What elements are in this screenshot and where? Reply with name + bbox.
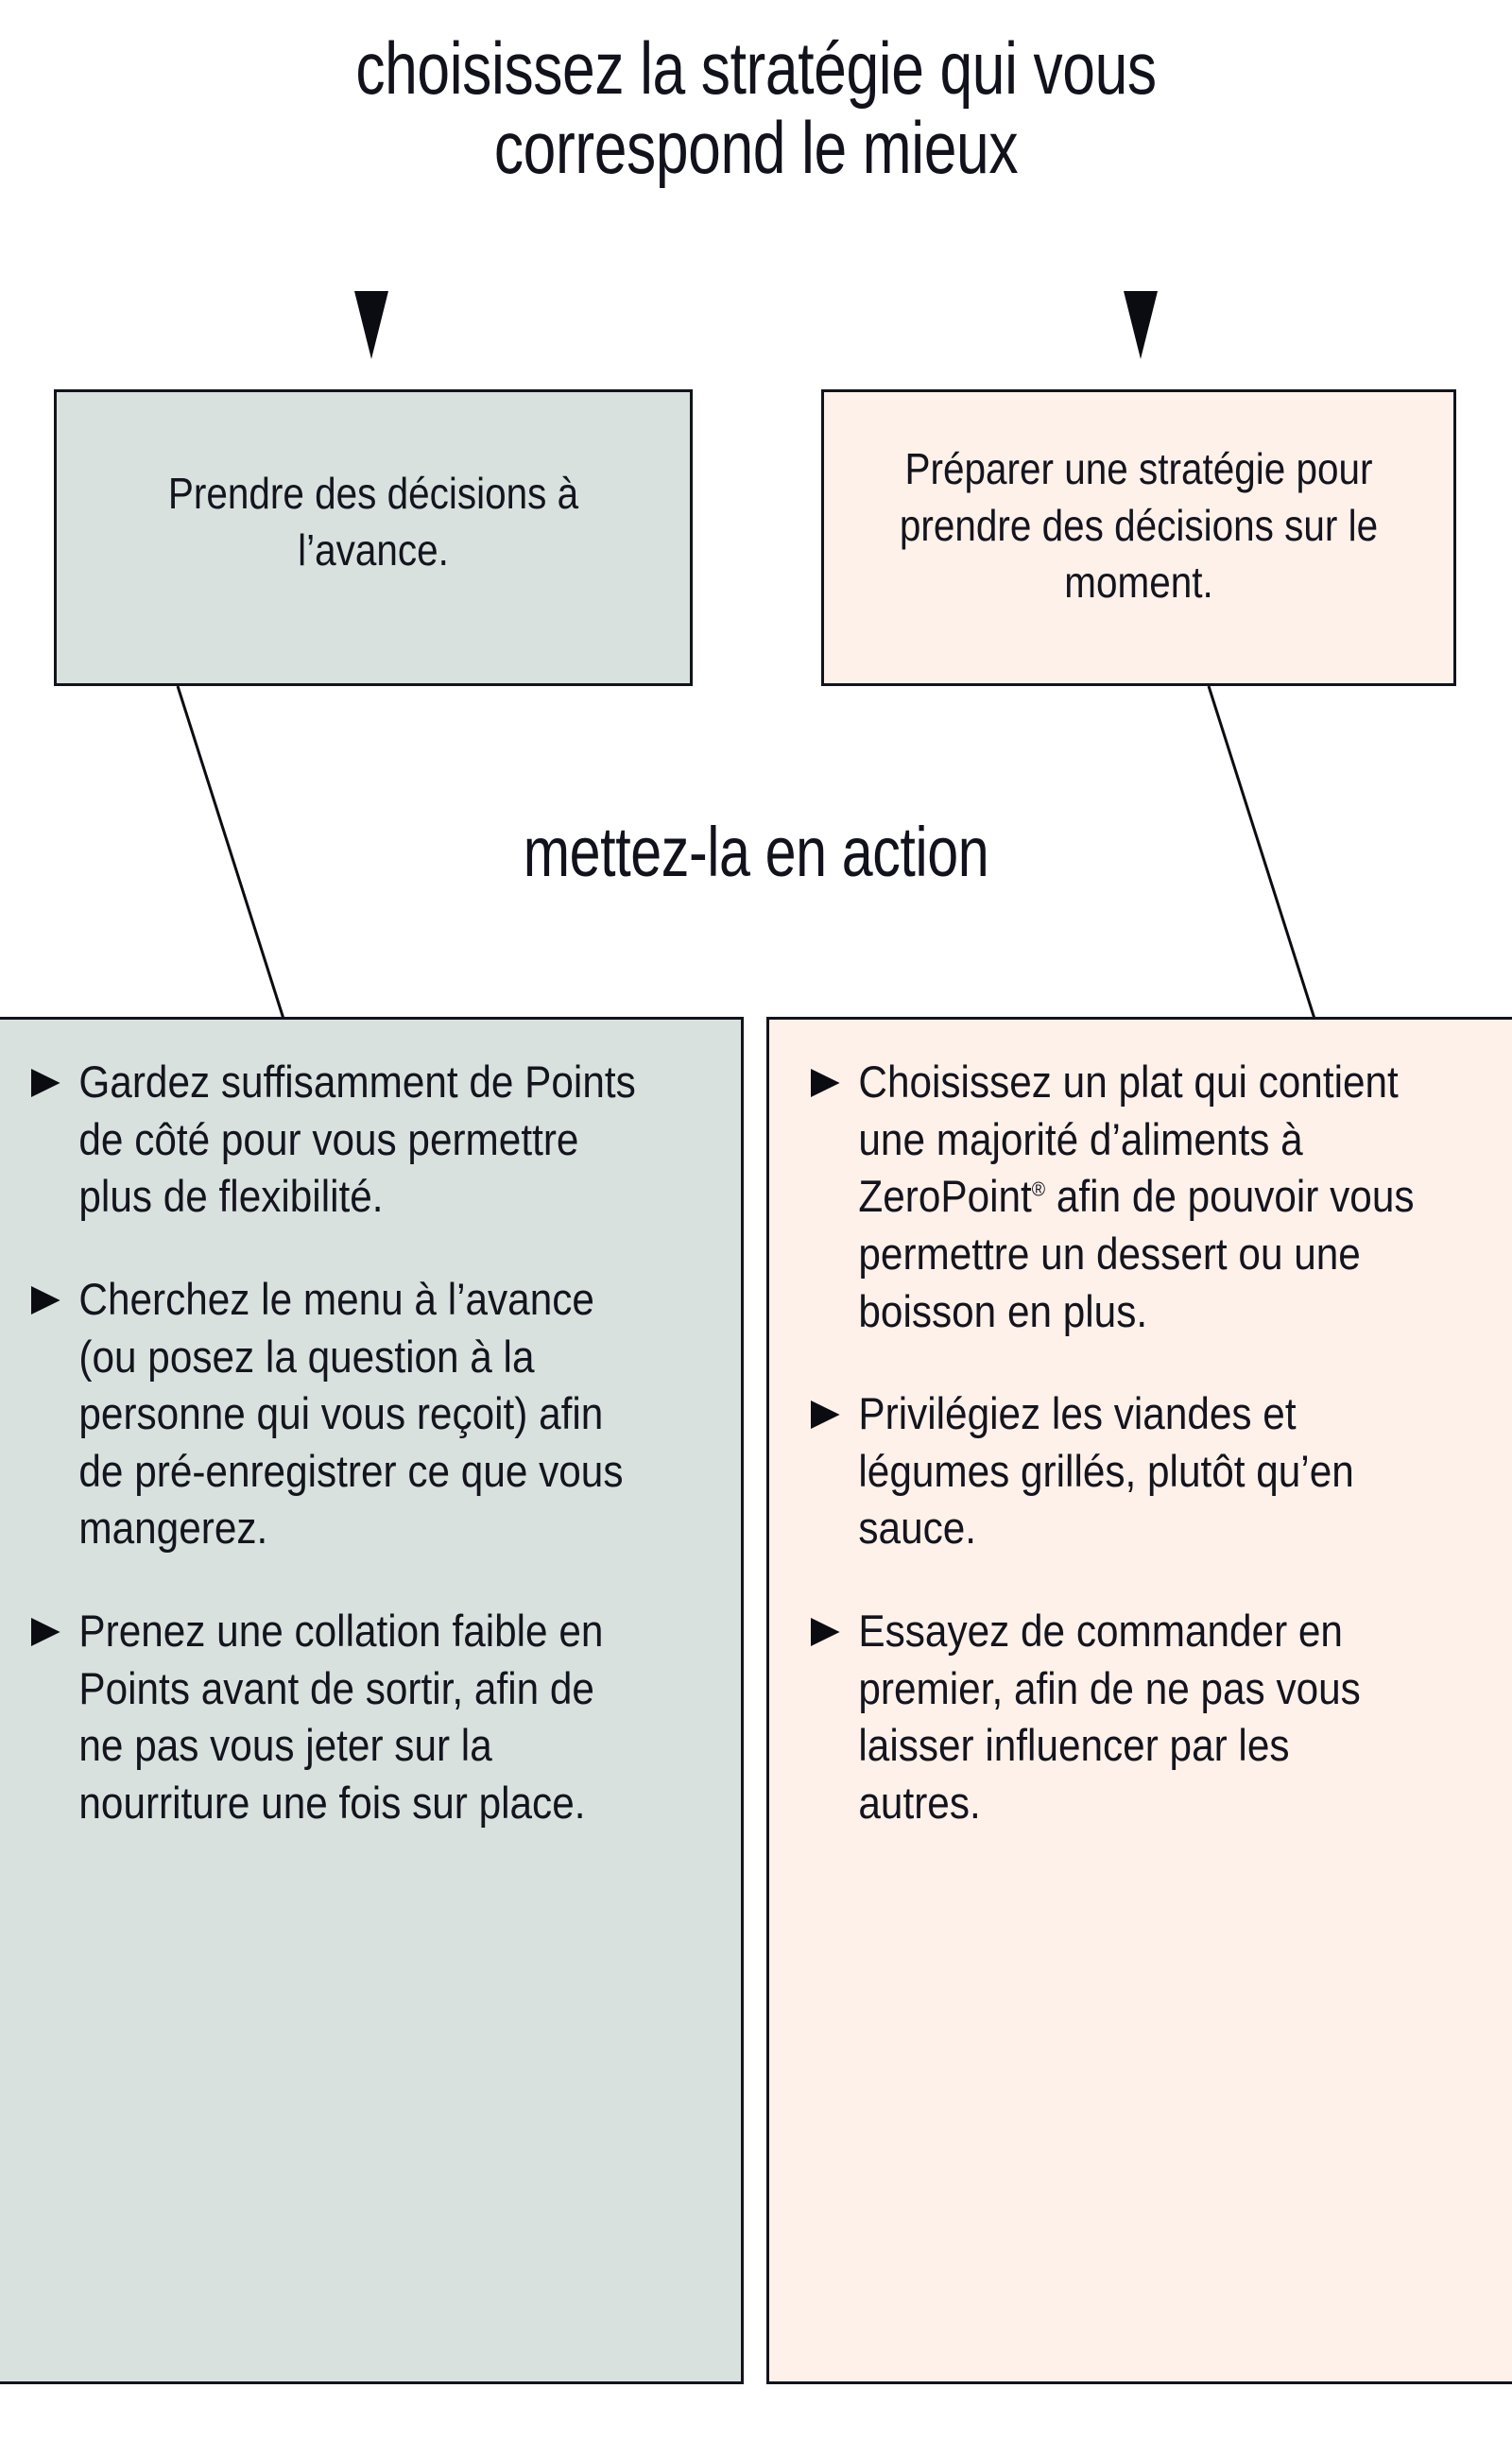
list-item: Cherchez le menu à l’avance (ou posez la… — [31, 1271, 648, 1557]
right-triangle-bullet-icon — [31, 1285, 60, 1314]
actions-list-decide-in-the-moment: Choisissez un plat qui contient une majo… — [769, 1054, 1512, 1832]
strategy-card-plan-ahead-text: Prendre des décisions à l’avance. — [167, 469, 579, 575]
strategy-card-decide-in-the-moment-text: Préparer une stratégie pour prendre des … — [899, 444, 1379, 607]
page-title-line-2: correspond le mieux — [493, 106, 1019, 190]
right-triangle-bullet-icon — [31, 1618, 60, 1646]
section-subtitle: mettez-la en action — [151, 815, 1361, 890]
list-item-text: Privilégiez les viandes et légumes grill… — [858, 1388, 1354, 1554]
list-item-text: Prenez une collation faible en Points av… — [78, 1606, 604, 1828]
list-item-text: Essayez de commander en premier, afin de… — [858, 1606, 1361, 1828]
actions-card-plan-ahead[interactable]: Gardez suffisamment de Points de côté po… — [0, 1017, 744, 2384]
list-item-text: Cherchez le menu à l’avance (ou posez la… — [78, 1273, 624, 1554]
list-item-text-before-mark: Choisissez un plat qui contient une majo… — [858, 1057, 1399, 1222]
down-arrow-icon-left — [354, 291, 388, 359]
page-title-line-1: choisissez la stratégie qui vous — [355, 26, 1157, 110]
list-item: Essayez de commander en premier, afin de… — [811, 1603, 1419, 1832]
list-item: Privilégiez les viandes et légumes grill… — [811, 1385, 1419, 1557]
registered-trademark-icon: ® — [1031, 1177, 1046, 1201]
list-item-text: Choisissez un plat qui contient une majo… — [858, 1057, 1414, 1336]
page-title: choisissez la stratégie qui vous corresp… — [151, 26, 1361, 190]
list-item: Gardez suffisamment de Points de côté po… — [31, 1054, 648, 1226]
list-item: Choisissez un plat qui contient une majo… — [811, 1054, 1419, 1340]
list-item-text: Gardez suffisamment de Points de côté po… — [78, 1057, 636, 1222]
actions-list-plan-ahead: Gardez suffisamment de Points de côté po… — [0, 1054, 741, 1832]
right-triangle-bullet-icon — [811, 1400, 840, 1430]
right-triangle-bullet-icon — [31, 1069, 60, 1097]
down-arrow-icon-right — [1124, 291, 1158, 359]
list-item: Prenez une collation faible en Points av… — [31, 1603, 648, 1832]
section-subtitle-line-1: mettez-la en action — [523, 813, 989, 891]
actions-card-decide-in-the-moment[interactable]: Choisissez un plat qui contient une majo… — [766, 1017, 1512, 2384]
strategy-card-plan-ahead[interactable]: Prendre des décisions à l’avance. — [54, 389, 693, 686]
right-triangle-bullet-icon — [811, 1618, 840, 1646]
list-item-text-after-mark: afin de pouvoir vous permettre un desser… — [858, 1171, 1415, 1336]
strategy-card-decide-in-the-moment[interactable]: Préparer une stratégie pour prendre des … — [821, 389, 1456, 686]
right-triangle-bullet-icon — [811, 1069, 840, 1097]
